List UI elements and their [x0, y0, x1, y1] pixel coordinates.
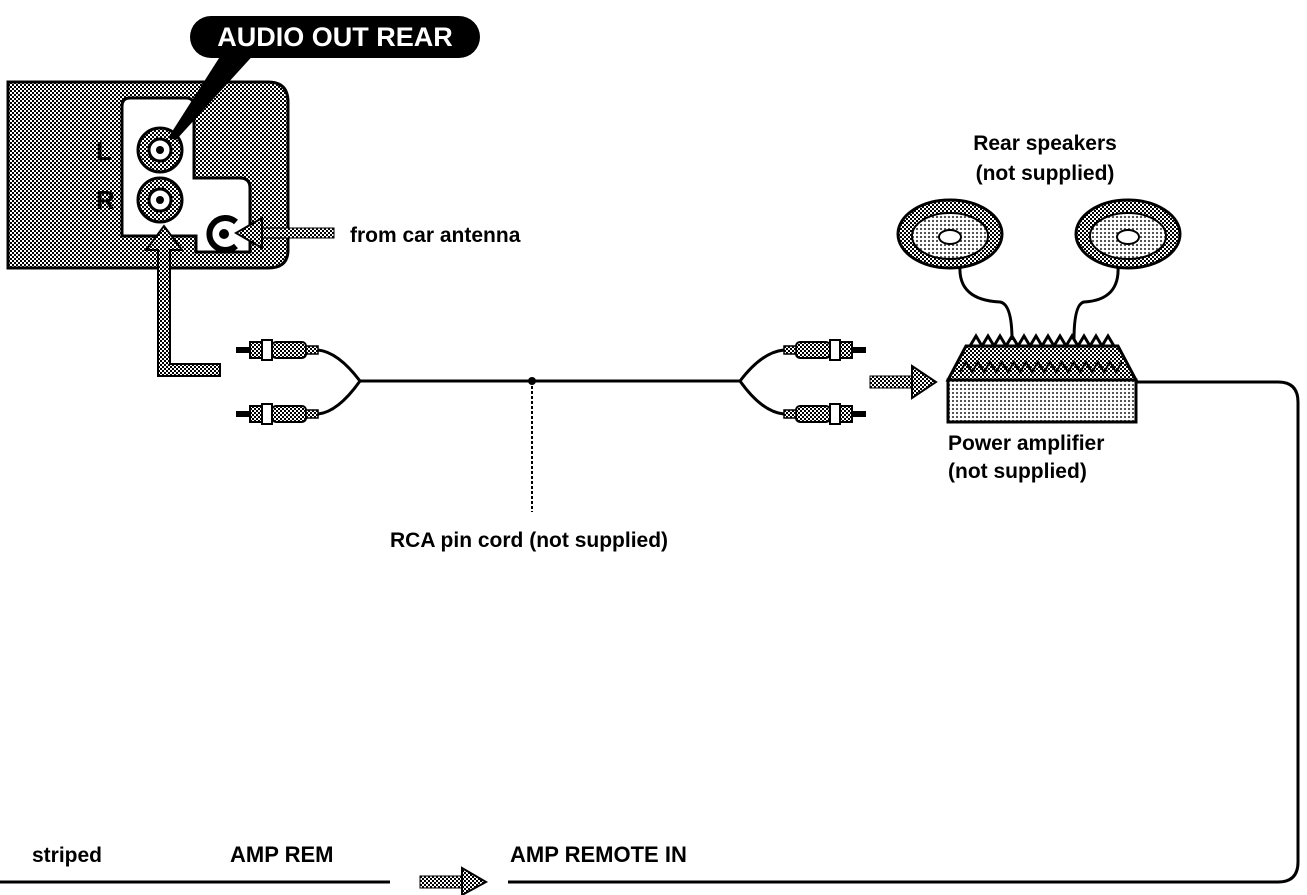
cord-label: RCA pin cord (not supplied)	[390, 529, 668, 552]
rca-plug-icon	[783, 403, 867, 425]
speaker-icon	[896, 198, 1004, 270]
amplifier-label-line2: (not supplied)	[948, 460, 1087, 483]
speakers-label-line1: Rear speakers	[973, 132, 1117, 155]
rca-plug-icon	[235, 339, 319, 361]
antenna-label: from car antenna	[350, 224, 521, 247]
source-terminal-label: AMP REM	[230, 842, 334, 867]
arrow-icon	[233, 216, 335, 250]
audio-out-rear-badge: AUDIO OUT REAR	[168, 16, 480, 140]
remote-wire-legend: striped AMP REM AMP REMOTE IN	[0, 842, 687, 895]
speakers-label-line2: (not supplied)	[976, 162, 1115, 185]
arrow-icon	[869, 364, 938, 400]
title-badge: AUDIO OUT REAR	[217, 22, 453, 52]
target-terminal-label: AMP REMOTE IN	[510, 842, 687, 867]
antenna-jack-icon	[206, 215, 238, 253]
arrow-icon	[144, 224, 221, 377]
jack-right-label: R	[96, 185, 115, 215]
arrow-icon	[419, 866, 489, 895]
amplifier-icon	[945, 333, 1139, 424]
amplifier-label-line1: Power amplifier	[948, 432, 1104, 455]
rca-plug-icon	[235, 403, 319, 425]
rca-jack-icon	[136, 176, 184, 224]
jack-left-label: L	[96, 136, 112, 166]
head-unit-panel	[6, 80, 290, 270]
wire-color-label: striped	[32, 844, 102, 867]
speaker-icon	[1074, 198, 1182, 270]
rca-pin-cord	[235, 339, 867, 512]
rca-jack-icon	[136, 126, 184, 174]
rca-plug-icon	[783, 339, 867, 361]
